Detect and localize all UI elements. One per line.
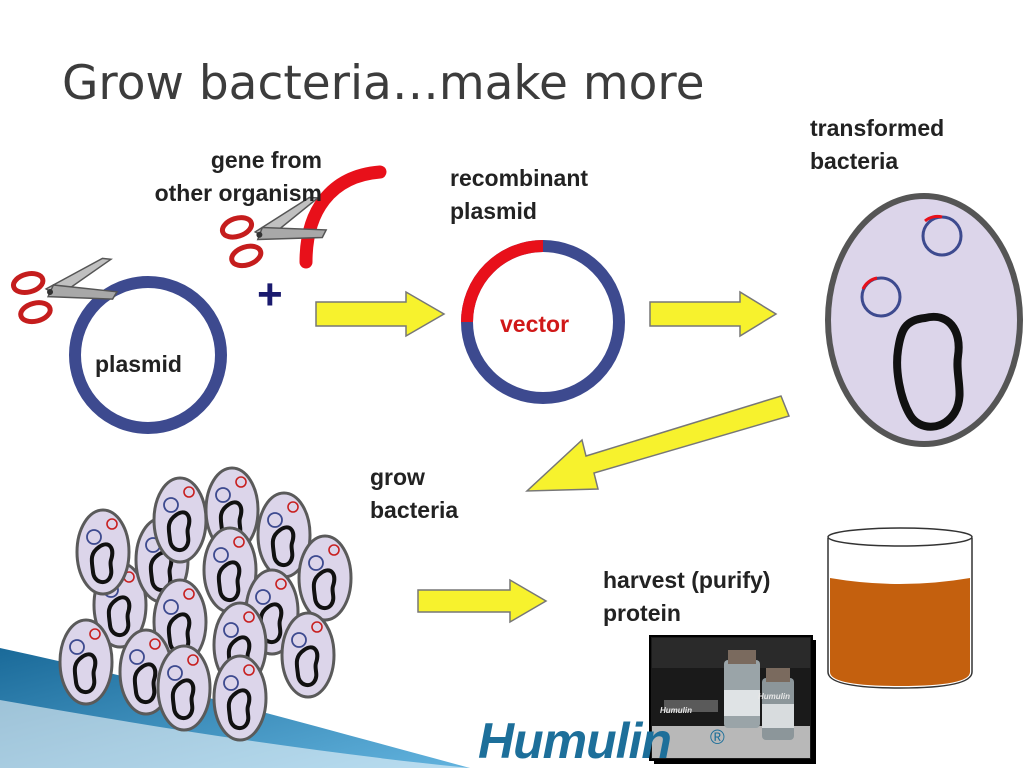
grow-label-line1: grow <box>370 464 425 490</box>
transformed-bacterium <box>825 193 1023 447</box>
protein-jar <box>827 527 973 689</box>
gene-fragment <box>299 165 387 269</box>
arrow-right-icon <box>649 290 778 338</box>
grow-label-line2: bacteria <box>370 497 459 523</box>
recombinant-label-line1: recombinant <box>450 165 589 191</box>
recombinant-plasmid-ring <box>461 240 625 404</box>
arrow-diagonal-icon <box>525 395 791 492</box>
vials-photo <box>649 635 816 764</box>
harvest-label-line2: protein <box>603 600 681 626</box>
recombinant-label-line2: plasmid <box>450 198 537 224</box>
gene-label-line1: gene from <box>210 147 322 173</box>
registered-mark: ® <box>710 727 725 749</box>
vial-label: Humulin <box>660 706 692 715</box>
transformed-label-line2: bacteria <box>810 148 899 174</box>
grow-bacteria-label: grow bacteria <box>370 461 458 527</box>
plasmid-label: plasmid <box>95 351 182 377</box>
harvest-label: harvest (purify) protein <box>603 564 770 630</box>
recombinant-plasmid-label: recombinant plasmid <box>450 162 588 228</box>
plus-icon: + <box>257 270 283 319</box>
gene-label: gene from other organism <box>112 144 322 210</box>
vector-label: vector <box>500 311 570 337</box>
vial-label: Humulin <box>758 692 790 701</box>
harvest-label-line1: harvest (purify) <box>603 567 771 593</box>
arrow-right-icon <box>417 578 548 624</box>
arrow-right-icon <box>315 290 446 338</box>
slide-title: Grow bacteria…make more <box>62 56 705 111</box>
transformed-bacteria-label: transformed bacteria <box>810 112 944 178</box>
plasmid-ring <box>69 276 227 434</box>
gene-label-line2: other organism <box>154 180 322 206</box>
transformed-label-line1: transformed <box>810 115 945 141</box>
humulin-logo: Humulin <box>478 713 672 769</box>
